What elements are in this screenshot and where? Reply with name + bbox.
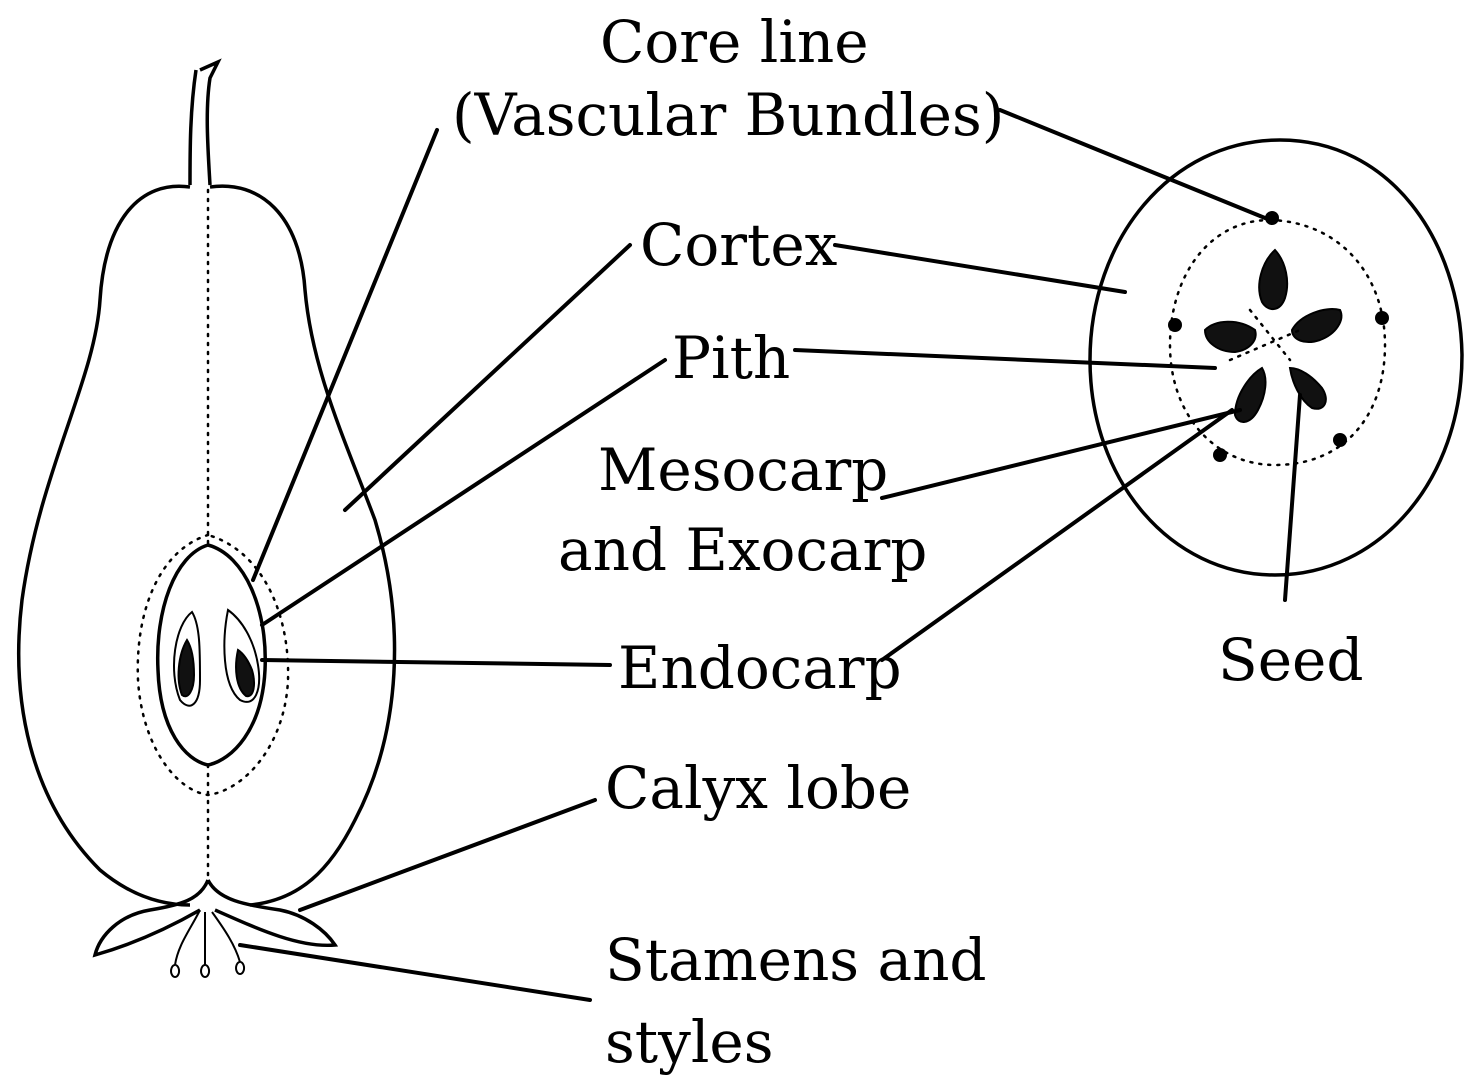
label-pith: Pith: [672, 324, 790, 392]
seed-in-locule-left: [179, 640, 194, 696]
vascular-bundle-dot: [1213, 448, 1227, 462]
leader-cortex-left: [345, 245, 630, 510]
leader-calyx-lobe: [300, 800, 595, 910]
vascular-bundle-dot: [1375, 311, 1389, 325]
leader-mesocarp: [882, 410, 1240, 498]
cross-seed: [1292, 309, 1341, 342]
label-seed: Seed: [1218, 626, 1364, 694]
cross-seed: [1290, 368, 1326, 409]
leader-core-line-left: [253, 130, 437, 580]
pear-stem: [190, 62, 218, 185]
leader-seed: [1285, 395, 1300, 600]
cross-section-outline: [1090, 140, 1462, 575]
vascular-bundle-dot: [1333, 433, 1347, 447]
leader-endocarp-left: [262, 660, 610, 665]
label-endocarp: Endocarp: [618, 634, 902, 702]
seed-in-locule-right: [236, 650, 254, 696]
leader-endocarp-right: [882, 410, 1232, 660]
pear-longitudinal-section: [19, 62, 395, 977]
cross-seed: [1235, 368, 1265, 422]
leader-pith-right: [795, 350, 1215, 368]
leader-stamens: [240, 945, 590, 1000]
label-vascular-bundles: (Vascular Bundles): [452, 81, 1004, 149]
cross-seed: [1259, 250, 1287, 309]
vascular-bundle-dot: [1168, 318, 1182, 332]
label-mesocarp: Mesocarp: [598, 436, 888, 504]
label-core-line: Core line: [600, 8, 869, 76]
vascular-bundle-dot: [1265, 211, 1279, 225]
leader-core-line-right: [1000, 110, 1265, 218]
label-calyx-lobe: Calyx lobe: [605, 754, 911, 822]
pear-cross-section: [1090, 140, 1462, 575]
labels: Core line (Vascular Bundles) Cortex Pith…: [452, 8, 1364, 1076]
label-cortex: Cortex: [640, 211, 837, 279]
label-stamens-and: Stamens and: [605, 926, 987, 994]
label-styles: styles: [605, 1008, 773, 1076]
label-exocarp: and Exocarp: [558, 516, 927, 584]
leader-cortex-right: [835, 245, 1125, 292]
cross-seed: [1205, 322, 1256, 352]
